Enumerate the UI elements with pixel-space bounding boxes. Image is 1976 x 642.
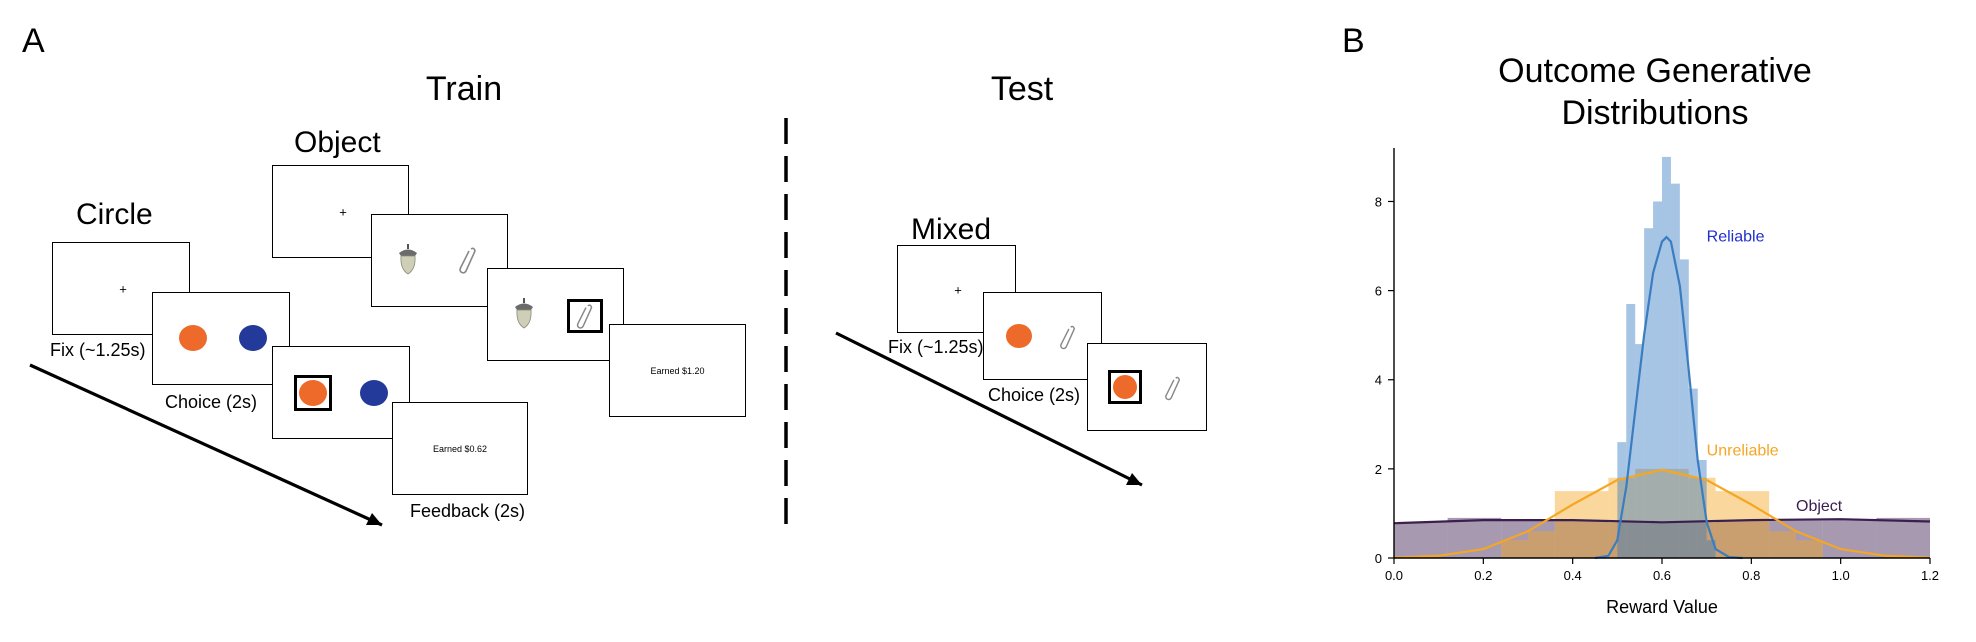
orange-circle-option bbox=[179, 325, 207, 351]
train-test-divider bbox=[784, 118, 788, 533]
reliable-hist-bar bbox=[1635, 344, 1645, 558]
train-title: Train bbox=[425, 70, 503, 108]
object-hist-bar bbox=[1715, 520, 1770, 558]
object-choice-screen bbox=[371, 214, 508, 307]
fixation-cross: + bbox=[954, 282, 962, 298]
x-tick-label: 0.6 bbox=[1653, 568, 1671, 583]
acorn-icon bbox=[515, 298, 533, 329]
reliable-hist-bar bbox=[1662, 156, 1671, 559]
unreliable-hist-bar bbox=[1715, 491, 1743, 558]
selection-box bbox=[567, 299, 603, 333]
paperclip-icon bbox=[1060, 325, 1076, 350]
y-tick-label: 8 bbox=[1375, 194, 1382, 209]
circle-choice-caption: Choice (2s) bbox=[165, 392, 258, 412]
object-selection-screen bbox=[487, 268, 624, 361]
acorn-icon bbox=[399, 244, 417, 275]
unreliable-hist-bar bbox=[1635, 468, 1662, 558]
reliable-hist-bar bbox=[1653, 201, 1662, 558]
unreliable-hist-bar bbox=[1769, 531, 1796, 558]
reliable-kde-line bbox=[1594, 235, 1743, 560]
x-tick-label: 0.2 bbox=[1474, 568, 1492, 583]
test-title: Test bbox=[990, 70, 1054, 108]
panel-a-letter: A bbox=[22, 22, 45, 60]
object-series-label: Object bbox=[1796, 498, 1843, 515]
orange-circle-option bbox=[1006, 324, 1032, 348]
test-time-arrow bbox=[835, 331, 1143, 487]
chart-title: Outcome Generative Distributions bbox=[1498, 52, 1812, 132]
object-hist-bar bbox=[1876, 517, 1930, 558]
fixation-cross: + bbox=[119, 281, 127, 297]
reliable-hist-bar bbox=[1670, 183, 1680, 559]
reliable-series-label: Reliable bbox=[1707, 229, 1765, 246]
unreliable-kde-line bbox=[1393, 468, 1931, 559]
y-tick-label: 4 bbox=[1375, 373, 1382, 388]
mixed-selection-screen bbox=[1087, 343, 1207, 431]
reliable-hist-bar bbox=[1688, 388, 1698, 558]
object-hist-bar bbox=[1822, 520, 1877, 558]
orange-circle-selected bbox=[299, 380, 327, 406]
object-hist-bar bbox=[1554, 520, 1609, 558]
unreliable-hist-bar bbox=[1528, 531, 1555, 558]
reliable-hist-bar bbox=[1706, 540, 1716, 558]
orange-circle-selected bbox=[1113, 375, 1137, 399]
x-tick-label: 0.8 bbox=[1742, 568, 1760, 583]
mixed-choice-caption: Choice (2s) bbox=[988, 385, 1081, 405]
x-tick-label: 1.0 bbox=[1832, 568, 1850, 583]
x-tick-label: 0.0 bbox=[1385, 568, 1403, 583]
object-kde-line bbox=[1393, 518, 1931, 525]
circle-selection-screen bbox=[272, 346, 410, 439]
blue-circle-option bbox=[360, 380, 388, 406]
reliable-hist-bar bbox=[1697, 459, 1707, 558]
reliable-hist-bar bbox=[1644, 228, 1654, 558]
panel-b-letter: B bbox=[1342, 22, 1365, 60]
x-tick-label: 1.2 bbox=[1921, 568, 1939, 583]
blue-circle-option bbox=[239, 325, 267, 351]
mixed-choice-screen bbox=[983, 292, 1102, 380]
earned-amount-text: Earned $0.62 bbox=[432, 443, 488, 454]
x-tick-label: 0.4 bbox=[1564, 568, 1582, 583]
y-tick-label: 0 bbox=[1375, 551, 1382, 566]
object-feedback-screen: Earned $1.20 bbox=[609, 324, 746, 417]
unreliable-hist-bar bbox=[1501, 540, 1528, 558]
object-hist-bar bbox=[1447, 517, 1502, 558]
reliable-hist-bar bbox=[1617, 442, 1627, 558]
circle-feedback-screen: Earned $0.62 bbox=[392, 402, 528, 495]
unreliable-hist-bar bbox=[1581, 491, 1609, 558]
object-hist-bar bbox=[1662, 522, 1716, 558]
earned-amount-text: Earned $1.20 bbox=[650, 365, 705, 376]
mixed-condition-title: Mixed bbox=[911, 213, 992, 246]
object-condition-title: Object bbox=[294, 126, 381, 159]
reliable-hist-bar bbox=[1679, 259, 1689, 558]
feedback-caption: Feedback (2s) bbox=[410, 501, 526, 521]
unreliable-hist-bar bbox=[1662, 468, 1689, 558]
unreliable-hist-bar bbox=[1796, 540, 1823, 558]
paperclip-icon bbox=[1165, 376, 1181, 401]
selection-box bbox=[1108, 370, 1142, 404]
circle-choice-screen bbox=[152, 292, 290, 385]
selection-box bbox=[294, 375, 332, 411]
train-time-arrow bbox=[29, 363, 383, 527]
outcome-distribution-chart: Object Unreliable Reliable 0.0 0.2 0.4 0.6 0.8 1… bbox=[1375, 148, 1939, 617]
y-tick-label: 2 bbox=[1375, 462, 1382, 477]
y-tick-label: 6 bbox=[1375, 284, 1382, 299]
mixed-fix-caption: Fix (~1.25s) bbox=[888, 337, 984, 357]
reliable-hist-bar bbox=[1626, 303, 1636, 558]
x-axis-label: Reward Value bbox=[1606, 597, 1718, 617]
paperclip-icon bbox=[576, 304, 593, 329]
fixation-cross: + bbox=[339, 204, 347, 220]
object-hist-bar bbox=[1394, 522, 1448, 558]
unreliable-series-label: Unreliable bbox=[1707, 443, 1779, 460]
circle-condition-title: Circle bbox=[76, 198, 153, 231]
circle-fix-caption: Fix (~1.25s) bbox=[50, 340, 146, 360]
paperclip-icon bbox=[459, 247, 476, 274]
